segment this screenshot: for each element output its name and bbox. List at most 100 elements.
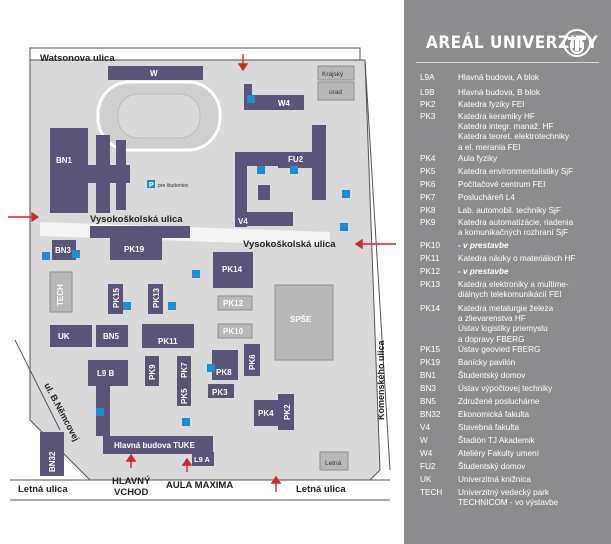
label-PK13: PK13 xyxy=(152,287,161,308)
label-BN3: BN3 xyxy=(55,246,72,255)
legend-description: Katedra metalurgie železa a zlievarenstv… xyxy=(458,304,554,344)
label-BN1: BN1 xyxy=(56,156,73,165)
legend-code: BN32 xyxy=(420,410,441,419)
legend-description: Katedra elektroniky a multime- diálnych … xyxy=(458,280,569,300)
building-L9B[interactable] xyxy=(88,360,128,386)
legend-description: Aula fyziky xyxy=(458,154,498,163)
legend-code: PK15 xyxy=(420,345,441,354)
label-PK11: PK11 xyxy=(158,337,178,346)
university-logo xyxy=(563,29,591,57)
building-PK15[interactable] xyxy=(108,284,123,314)
building-PK6[interactable] xyxy=(244,344,260,376)
legend-description: Združené posluchárne xyxy=(458,397,540,406)
building-PK12[interactable] xyxy=(217,295,253,311)
legend-description: Ústav výpočtovej techniky xyxy=(458,384,553,393)
building-UK[interactable] xyxy=(50,325,92,347)
label-PK4: PK4 xyxy=(258,409,274,418)
legend-description: Ekonomická fakulta xyxy=(458,410,529,419)
legend-description: Katedra keramiky HF Katedra integr. mana… xyxy=(458,112,570,152)
label-W: W xyxy=(150,69,158,78)
legend-code: FU2 xyxy=(420,462,436,471)
legend-description: Stavebná fakulta xyxy=(458,423,519,432)
street-vysokoskolska-right: Vysokoškolská ulica xyxy=(243,239,336,250)
legend-code: BN5 xyxy=(420,397,436,406)
legend-description: Štadión TJ Akademik xyxy=(458,436,535,445)
legend-description: - v prestavbe xyxy=(458,241,509,250)
building-W4[interactable] xyxy=(244,95,304,110)
legend-description: Univerzitný vedecký park TECHNICOM - vo … xyxy=(458,488,559,508)
building-PK13[interactable] xyxy=(148,284,163,314)
building-W[interactable] xyxy=(108,66,203,80)
building-FU2[interactable] xyxy=(278,152,312,168)
legend-title: AREÁL UNIVERZITY xyxy=(426,33,599,53)
parking-icons: P xyxy=(42,95,350,426)
label-PK12: PK12 xyxy=(223,299,244,308)
street-letna-right: Letná ulica xyxy=(296,484,346,495)
label-BN5: BN5 xyxy=(103,332,120,341)
label-BN32: BN32 xyxy=(48,451,57,472)
building-BN3[interactable] xyxy=(52,240,76,260)
legend-code: PK10 xyxy=(420,241,441,250)
street-letna-left: Letná ulica xyxy=(18,484,68,495)
label-PK9: PK9 xyxy=(148,364,157,380)
building-PK9[interactable] xyxy=(145,356,159,386)
campus-map: Watsonova ulica Vysokoškolská ulica Vyso… xyxy=(8,47,396,501)
legend-code: BN1 xyxy=(420,371,436,380)
legend-code: PK19 xyxy=(420,358,441,367)
legend-divider xyxy=(416,62,599,63)
label-SPSE: SPŠE xyxy=(290,315,312,324)
legend-code: PK5 xyxy=(420,167,436,176)
building-PK8[interactable] xyxy=(212,350,238,380)
legend-code: BN3 xyxy=(420,384,436,393)
label-PK14: PK14 xyxy=(222,265,243,274)
legend-code: PK7 xyxy=(420,193,436,202)
street-komenskeho: Komenského ulica xyxy=(376,339,386,420)
legend-description: Študentský domov xyxy=(458,462,526,471)
label-PK3: PK3 xyxy=(212,388,228,397)
label-PK2: PK2 xyxy=(283,404,292,420)
legend-description: Univerzitná knižnica xyxy=(458,475,531,484)
building-TECH[interactable] xyxy=(49,271,73,313)
building-PK11[interactable] xyxy=(142,324,194,348)
building-PK14[interactable] xyxy=(213,252,253,288)
building-krajsky-urad xyxy=(317,65,355,81)
building-V4[interactable] xyxy=(235,212,293,226)
building-PK5[interactable] xyxy=(177,386,191,406)
street-watsonova: Watsonova ulica xyxy=(40,53,115,64)
legend-code: PK2 xyxy=(420,100,436,109)
building-PK4[interactable] xyxy=(254,400,278,426)
label-aula-maxima: AULA MAXIMA xyxy=(166,480,233,491)
label-PK10: PK10 xyxy=(223,327,244,336)
building-BN5[interactable] xyxy=(96,325,128,347)
label-letna-building: Letná xyxy=(325,460,342,467)
building-PK19[interactable] xyxy=(110,238,162,260)
label-hlavny: HLAVNÝ xyxy=(112,475,151,487)
legend-code: V4 xyxy=(420,423,431,432)
legend-description: Katedra environmentalistiky SjF xyxy=(458,167,574,176)
legend-code: W xyxy=(420,436,428,445)
legend-code: PK4 xyxy=(420,154,436,163)
building-PK10[interactable] xyxy=(217,323,253,339)
legend-code: PK8 xyxy=(420,206,436,215)
legend-code: W4 xyxy=(420,449,433,458)
label-PK19: PK19 xyxy=(124,245,145,254)
label-urad: úrad xyxy=(329,89,342,96)
legend-code: PK3 xyxy=(420,112,436,121)
legend-description: Banícky pavilón xyxy=(458,358,516,367)
label-L9B: L9 B xyxy=(97,369,115,378)
label-vchod: VCHOD xyxy=(114,487,148,498)
building-PK2[interactable] xyxy=(278,394,294,430)
legend-code: L9B xyxy=(420,88,435,97)
building-PK7[interactable] xyxy=(177,356,191,386)
legend-description: Počítačové centrum FEI xyxy=(458,180,546,189)
building-BN32[interactable] xyxy=(40,432,64,476)
legend-code: UK xyxy=(420,475,432,484)
building-hlavna-budova[interactable] xyxy=(103,436,213,454)
legend-description: Študentský domov xyxy=(458,371,526,380)
legend-description: - v prestavbe xyxy=(458,267,509,276)
svg-text:P: P xyxy=(149,182,154,189)
building-L9A[interactable] xyxy=(192,452,214,466)
building-letna xyxy=(319,451,349,471)
building-PK3[interactable] xyxy=(208,384,234,398)
